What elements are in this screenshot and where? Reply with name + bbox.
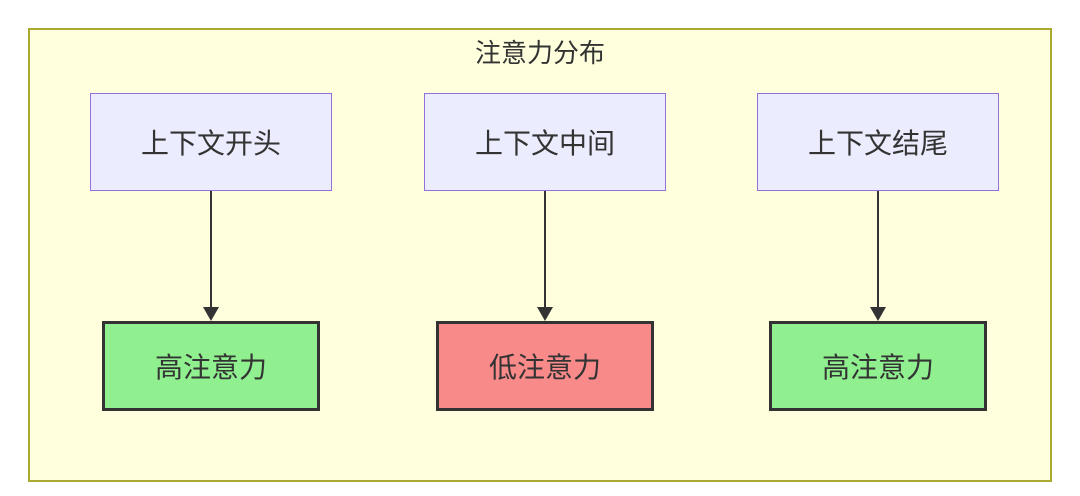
arrow-shaft xyxy=(210,191,212,308)
result-node-label: 低注意力 xyxy=(488,352,601,383)
source-node-context-end: 上下文结尾 xyxy=(757,93,999,191)
arrowhead-down-icon xyxy=(203,307,219,321)
flow-column-context-end: 上下文结尾 高注意力 xyxy=(757,93,999,411)
source-node-context-start: 上下文开头 xyxy=(90,93,332,191)
arrow-connector xyxy=(870,191,886,321)
source-node-label: 上下文开头 xyxy=(140,128,281,159)
result-node-high-attention: 高注意力 xyxy=(769,321,987,411)
source-node-label: 上下文中间 xyxy=(474,128,615,159)
result-node-low-attention: 低注意力 xyxy=(436,321,654,411)
result-node-label: 高注意力 xyxy=(154,352,267,383)
flow-column-context-start: 上下文开头 高注意力 xyxy=(90,93,332,411)
diagram-title: 注意力分布 xyxy=(474,38,605,68)
arrowhead-down-icon xyxy=(870,307,886,321)
arrow-shaft xyxy=(544,191,546,308)
arrow-connector xyxy=(203,191,219,321)
source-node-label: 上下文结尾 xyxy=(807,128,948,159)
arrow-shaft xyxy=(877,191,879,308)
result-node-label: 高注意力 xyxy=(821,352,934,383)
result-node-high-attention: 高注意力 xyxy=(102,321,320,411)
source-node-context-middle: 上下文中间 xyxy=(424,93,666,191)
flow-column-context-middle: 上下文中间 低注意力 xyxy=(424,93,666,411)
arrow-connector xyxy=(537,191,553,321)
arrowhead-down-icon xyxy=(537,307,553,321)
